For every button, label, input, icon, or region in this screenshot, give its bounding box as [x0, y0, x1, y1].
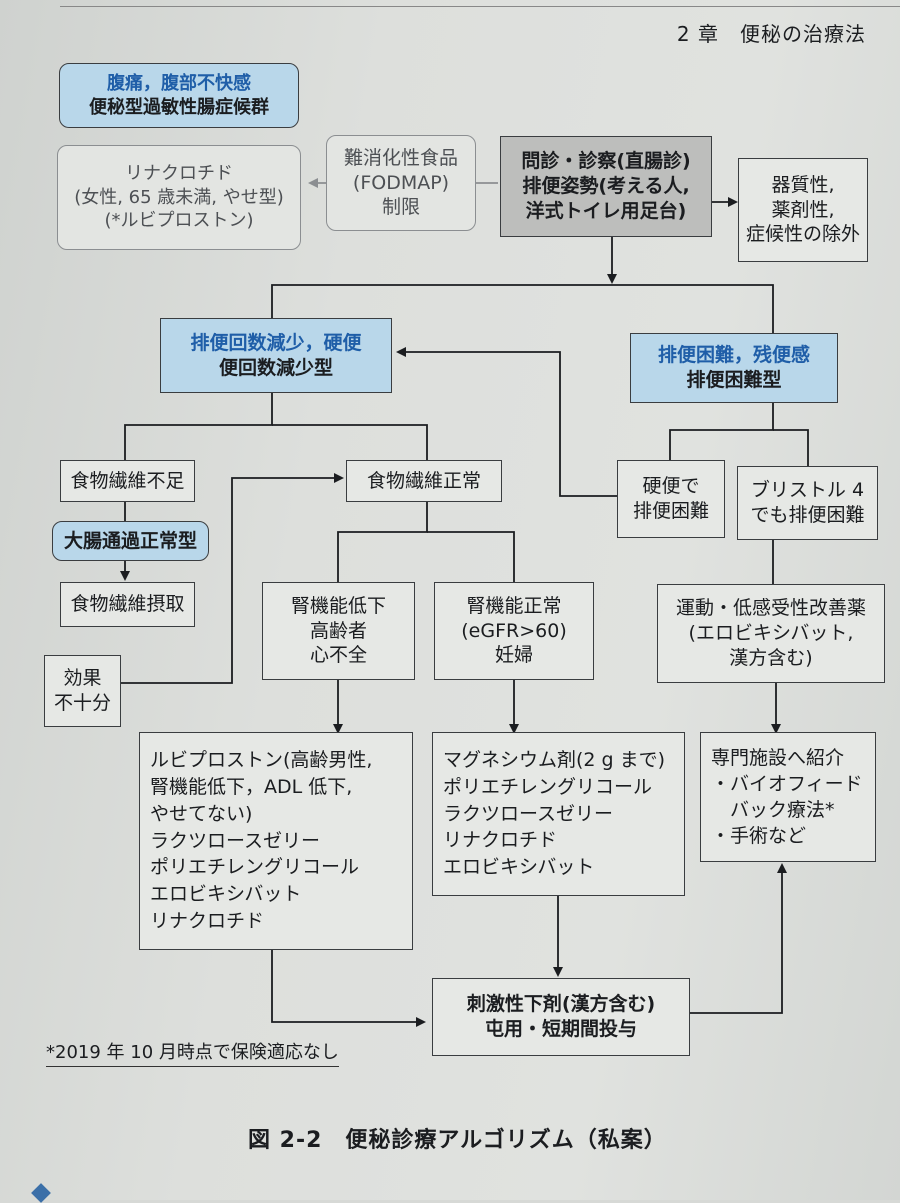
renal-normal-box: 腎機能正常 (eGFR>60) 妊婦 [434, 582, 594, 680]
colon-normal-transit-box: 大腸通過正常型 [52, 521, 209, 561]
renal-low-line-2: 高齢者 [309, 619, 367, 642]
renal-low-line-3: 心不全 [309, 644, 367, 667]
bristol-line-2: でも排便困難 [750, 504, 865, 526]
insufficient-effect-box: 効果 不十分 [44, 655, 121, 727]
fodmap-line-3: 制限 [381, 196, 420, 219]
no-effect-line-1: 効果 [63, 667, 102, 690]
hard-stool-line-1: 硬便で [642, 475, 700, 498]
no-effect-line-2: 不十分 [53, 692, 111, 714]
reduced-title-line-1: 排便回数減少，硬便 [190, 331, 362, 354]
ibs-drug-line-3: (*ルビプロストン) [104, 210, 254, 232]
fodmap-box: 難消化性食品 (FODMAP) 制限 [326, 135, 476, 231]
exercise-line-1: 運動・低感受性改善薬 [675, 597, 866, 620]
exam-line-1: 問診・診察(直腸診) [521, 150, 691, 173]
drugs-mid-line-5: エロビキシバット [443, 856, 595, 879]
ibs-drug-line-2: (女性, 65 歳未満, やせ型) [74, 186, 284, 208]
drugs-normal-renal-box: マグネシウム剤(2 g まで) ポリエチレングリコール ラクツロースゼリー リナ… [432, 732, 685, 896]
ibs-title-line-1: 腹痛，腹部不快感 [107, 73, 251, 95]
bristol-line-1: ブリストル 4 [750, 479, 865, 502]
difficult-title-line-1: 排便困難，残便感 [657, 344, 810, 367]
drugs-left-line-5: ポリエチレングリコール [150, 856, 360, 879]
fiber-intake-box: 食物繊維摂取 [60, 582, 195, 627]
referral-line-4: ・手術など [711, 825, 807, 848]
difficult-evacuation-box: 排便困難，残便感 排便困難型 [630, 333, 838, 403]
reduced-title-line-2: 便回数減少型 [218, 356, 333, 379]
figure-caption: 図 2-2 便秘診療アルゴリズム（私案） [248, 1128, 667, 1153]
drugs-mid-line-3: ラクツロースゼリー [443, 802, 614, 825]
exercise-line-2: (エロビキシバット, [688, 622, 854, 645]
stimulant-line-1: 刺激性下剤(漢方含む) [466, 993, 656, 1016]
exam-line-3: 洋式トイレ用足台) [525, 199, 687, 222]
exclusion-line-3: 症候性の除外 [745, 223, 860, 246]
exercise-line-3: 漢方含む) [729, 646, 813, 669]
referral-line-2: ・バイオフィード [711, 772, 863, 795]
exam-line-2: 排便姿勢(考える人, [522, 175, 690, 198]
fiber-lack-label: 食物繊維不足 [70, 469, 185, 492]
fiber-normal-label: 食物繊維正常 [366, 469, 481, 492]
renal-low-box: 腎機能低下 高齢者 心不全 [262, 582, 415, 680]
ibs-title-line-2: 便秘型過敏性腸症候群 [89, 96, 269, 118]
renal-normal-line-3: 妊婦 [494, 644, 533, 667]
stimulant-laxative-box: 刺激性下剤(漢方含む) 屯用・短期間投与 [432, 978, 690, 1056]
hard-stool-line-2: 排便困難 [632, 500, 709, 522]
exam-box: 問診・診察(直腸診) 排便姿勢(考える人, 洋式トイレ用足台) [500, 136, 712, 237]
drugs-mid-line-2: ポリエチレングリコール [443, 775, 653, 798]
ibs-linaclotide-box: リナクロチド (女性, 65 歳未満, やせ型) (*ルビプロストン) [57, 145, 301, 250]
drugs-left-line-7: リナクロチド [150, 910, 265, 933]
fiber-normal-box: 食物繊維正常 [346, 460, 502, 502]
renal-normal-line-2: (eGFR>60) [461, 619, 567, 642]
drugs-left-line-4: ラクツロースゼリー [150, 829, 321, 852]
drugs-left-line-1: ルビプロストン(高齢男性, [150, 748, 373, 771]
fodmap-line-1: 難消化性食品 [343, 146, 458, 169]
ibs-title-box: 腹痛，腹部不快感 便秘型過敏性腸症候群 [59, 63, 299, 128]
page-top-rule [60, 0, 900, 7]
exclusion-line-1: 器質性, [771, 173, 835, 196]
fodmap-line-2: (FODMAP) [352, 171, 450, 194]
chapter-header: 2 章 便秘の治療法 [676, 22, 866, 46]
ibs-drug-line-1: リナクロチド [125, 163, 233, 185]
fiber-lack-box: 食物繊維不足 [60, 460, 195, 502]
exclusion-line-2: 薬剤性, [771, 198, 835, 221]
colon-normal-label: 大腸通過正常型 [63, 529, 197, 552]
stimulant-line-2: 屯用・短期間投与 [484, 1018, 637, 1040]
hard-stool-box: 硬便で 排便困難 [617, 460, 725, 538]
drugs-left-line-3: やせてない) [150, 802, 253, 825]
reduced-frequency-box: 排便回数減少，硬便 便回数減少型 [160, 318, 392, 393]
difficult-title-line-2: 排便困難型 [686, 369, 782, 391]
referral-box: 専門施設へ紹介 ・バイオフィード バック療法* ・手術など [700, 732, 876, 862]
drugs-mid-line-4: リナクロチド [443, 829, 558, 852]
renal-low-line-1: 腎機能低下 [290, 594, 386, 617]
drugs-left-line-2: 腎機能低下，ADL 低下, [150, 775, 353, 798]
referral-line-1: 専門施設へ紹介 [711, 746, 845, 769]
fiber-intake-label: 食物繊維摂取 [70, 593, 185, 616]
exclusion-box: 器質性, 薬剤性, 症候性の除外 [738, 158, 868, 262]
exercise-treatment-box: 運動・低感受性改善薬 (エロビキシバット, 漢方含む) [657, 584, 885, 683]
footnote: *2019 年 10 月時点で保険適応なし [46, 1038, 339, 1067]
bristol-box: ブリストル 4 でも排便困難 [737, 466, 878, 540]
drugs-mid-line-1: マグネシウム剤(2 g まで) [443, 748, 666, 771]
referral-line-3: バック療法* [711, 799, 835, 821]
renal-normal-line-1: 腎機能正常 [466, 594, 562, 617]
drugs-elderly-box: ルビプロストン(高齢男性, 腎機能低下，ADL 低下, やせてない) ラクツロー… [139, 732, 413, 950]
drugs-left-line-6: エロビキシバット [150, 883, 302, 906]
